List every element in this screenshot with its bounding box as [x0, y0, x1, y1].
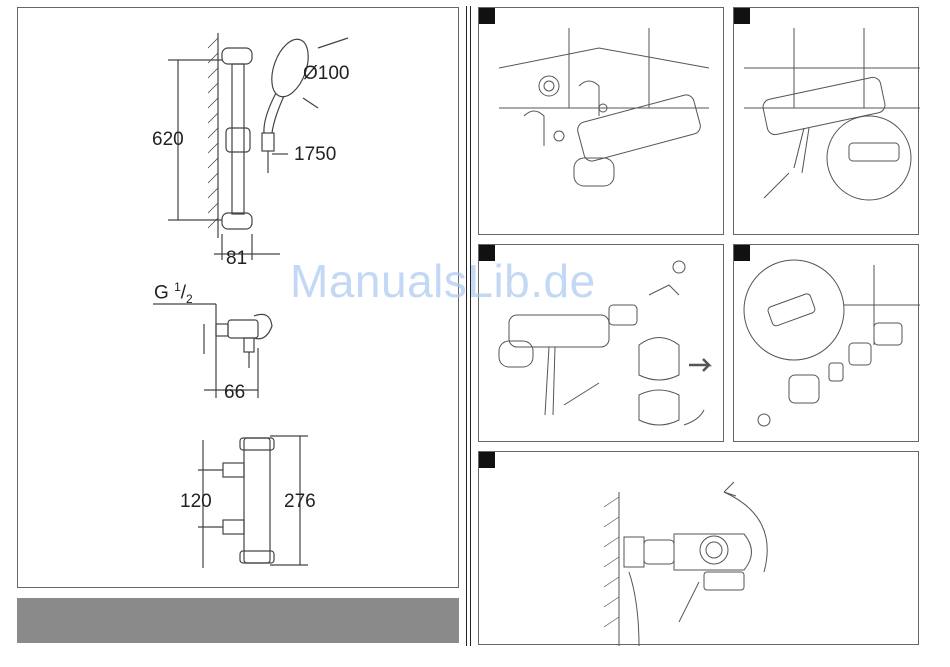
dim-rail-depth-label: 81 [226, 249, 247, 268]
page-divider [466, 6, 467, 646]
step-2-illustration [734, 8, 920, 236]
watermark: ManualsLib.de [290, 254, 596, 308]
dim-thread-label: G 1/2 [154, 281, 193, 305]
page-divider-2 [470, 6, 471, 646]
step-1-illustration [479, 8, 725, 236]
dim-height-label: 620 [152, 130, 184, 149]
dim-hose-label: 1750 [294, 145, 336, 164]
step-panel-5 [478, 451, 919, 645]
dim-body-length-label: 276 [284, 492, 316, 511]
dim-elbow-label: 66 [224, 383, 245, 402]
dim-inlet-spacing-label: 120 [180, 492, 212, 511]
grey-footer-bar [17, 598, 459, 643]
step-panel-4 [733, 244, 919, 442]
step-4-illustration [734, 245, 920, 443]
step-panel-1 [478, 7, 724, 235]
step-panel-2 [733, 7, 919, 235]
step-5-illustration [479, 452, 920, 646]
dim-diameter-label: Ø100 [303, 64, 349, 83]
